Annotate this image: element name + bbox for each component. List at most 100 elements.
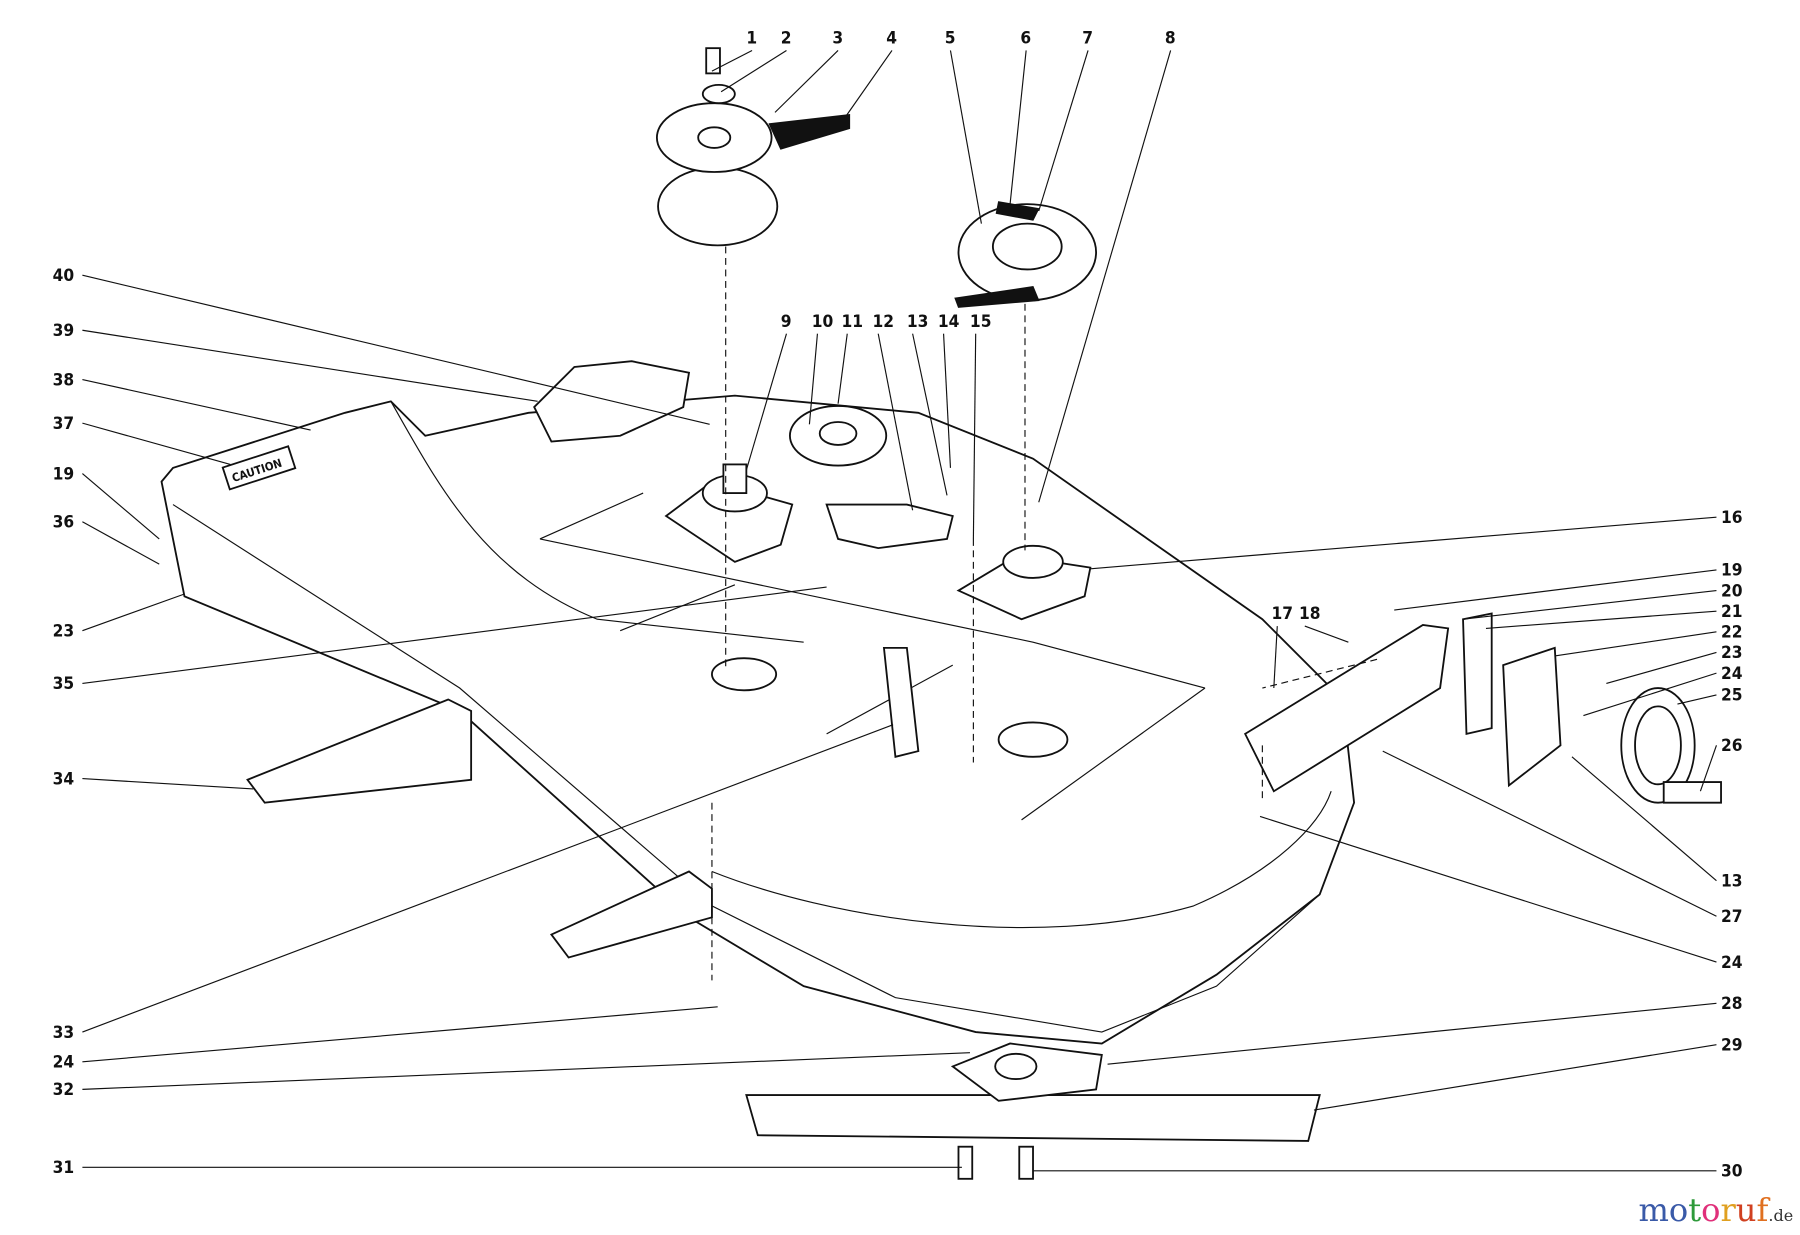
- leader-line: [808, 333, 819, 425]
- callout-number: 40: [53, 266, 75, 286]
- callout-number: 23: [1721, 643, 1743, 663]
- callout-7: 7: [1038, 29, 1093, 212]
- leader-line: [1554, 631, 1717, 657]
- callout-23: 23: [53, 593, 185, 641]
- leader-line: [972, 333, 977, 539]
- callout-number: 35: [53, 674, 75, 694]
- wheel-25: [1620, 687, 1722, 804]
- leader-line: [1107, 1002, 1717, 1065]
- callout-16: 16: [1090, 508, 1743, 570]
- front-bracket-34: [246, 698, 473, 804]
- drive-pulley-3: [655, 47, 851, 247]
- callout-number: 9: [781, 312, 792, 332]
- spring-33: [882, 646, 920, 758]
- callout-number: 6: [1020, 29, 1031, 49]
- callout-number: 11: [842, 312, 864, 332]
- callout-number: 33: [53, 1023, 75, 1043]
- callout-number: 13: [1721, 871, 1743, 891]
- callout-19: 19: [53, 464, 160, 540]
- leader-line: [1304, 625, 1349, 643]
- callout-number: 1: [746, 29, 757, 49]
- leader-line: [1038, 50, 1089, 212]
- callout-number: 25: [1721, 686, 1743, 706]
- callout-23: 23: [1606, 643, 1743, 684]
- leader-line: [912, 333, 948, 496]
- leader-line: [1485, 610, 1717, 629]
- leader-line: [1583, 672, 1717, 717]
- leader-line: [82, 378, 311, 431]
- callout-number: 10: [812, 312, 834, 332]
- callout-number: 16: [1721, 508, 1743, 528]
- callout-30: 30: [1033, 1162, 1743, 1182]
- callout-8: 8: [1038, 29, 1176, 503]
- callout-number: 8: [1165, 29, 1176, 49]
- blade-bolts: [957, 1145, 1034, 1180]
- leader-line: [82, 1052, 970, 1090]
- leader-line: [1273, 626, 1278, 689]
- leader-line: [843, 50, 893, 120]
- callout-35: 35: [53, 586, 827, 694]
- callout-number: 20: [1721, 581, 1743, 601]
- leader-line: [877, 333, 914, 511]
- callout-24: 24: [1259, 815, 1743, 973]
- callout-14: 14: [938, 312, 960, 468]
- callout-number: 30: [1721, 1162, 1743, 1182]
- callout-number: 24: [1721, 953, 1743, 973]
- leader-line: [1571, 756, 1717, 882]
- leader-line: [711, 49, 753, 72]
- height-adjust-bracket: [1243, 612, 1562, 793]
- callout-13: 13: [1571, 756, 1743, 891]
- idler-arm-12: [825, 503, 954, 550]
- leader-line: [82, 778, 254, 790]
- callout-25: 25: [1677, 686, 1743, 706]
- callout-4: 4: [843, 29, 897, 120]
- leader-line: [1090, 516, 1717, 570]
- callout-number: 23: [53, 621, 75, 641]
- callout-40: 40: [53, 266, 710, 425]
- callout-number: 21: [1721, 602, 1743, 622]
- callout-24: 24: [53, 1006, 718, 1073]
- callout-34: 34: [53, 769, 254, 790]
- callout-number: 24: [1721, 664, 1743, 684]
- callout-20: 20: [1462, 581, 1743, 620]
- callout-number: 29: [1721, 1035, 1743, 1055]
- callout-number: 18: [1299, 604, 1321, 624]
- callout-28: 28: [1107, 994, 1743, 1065]
- leader-line: [1382, 750, 1717, 917]
- callout-29: 29: [1313, 1035, 1743, 1111]
- leader-line: [82, 422, 231, 465]
- callout-26: 26: [1699, 736, 1743, 792]
- front-bracket-lower: [549, 870, 713, 959]
- callout-number: 28: [1721, 994, 1743, 1014]
- callout-18: 18: [1299, 604, 1349, 643]
- callout-number: 15: [970, 312, 992, 332]
- leader-line: [82, 521, 160, 565]
- callout-number: 12: [872, 312, 894, 332]
- leader-line: [1677, 694, 1717, 705]
- callout-39: 39: [53, 321, 538, 402]
- leader-line: [1394, 569, 1717, 611]
- callout-number: 27: [1721, 907, 1743, 927]
- blade-adapter-28: [950, 1042, 1103, 1102]
- leader-line: [720, 49, 787, 93]
- leader-line: [82, 329, 538, 402]
- callout-number: 5: [945, 29, 956, 49]
- idler-pulley-5: [954, 201, 1098, 308]
- callout-number: 19: [53, 464, 75, 484]
- callout-number: 4: [886, 29, 897, 49]
- callout-5: 5: [945, 29, 982, 224]
- callout-13: 13: [907, 312, 948, 496]
- callout-number: 26: [1721, 736, 1743, 756]
- callout-number: 36: [53, 512, 75, 532]
- leader-line: [82, 724, 894, 1033]
- callout-number: 2: [781, 29, 792, 49]
- blade-29: [745, 1094, 1321, 1142]
- leader-line: [1699, 745, 1717, 792]
- callout-38: 38: [53, 370, 311, 431]
- callout-33: 33: [53, 724, 894, 1043]
- callout-15: 15: [970, 312, 992, 539]
- callout-number: 39: [53, 321, 75, 341]
- callout-number: 13: [907, 312, 929, 332]
